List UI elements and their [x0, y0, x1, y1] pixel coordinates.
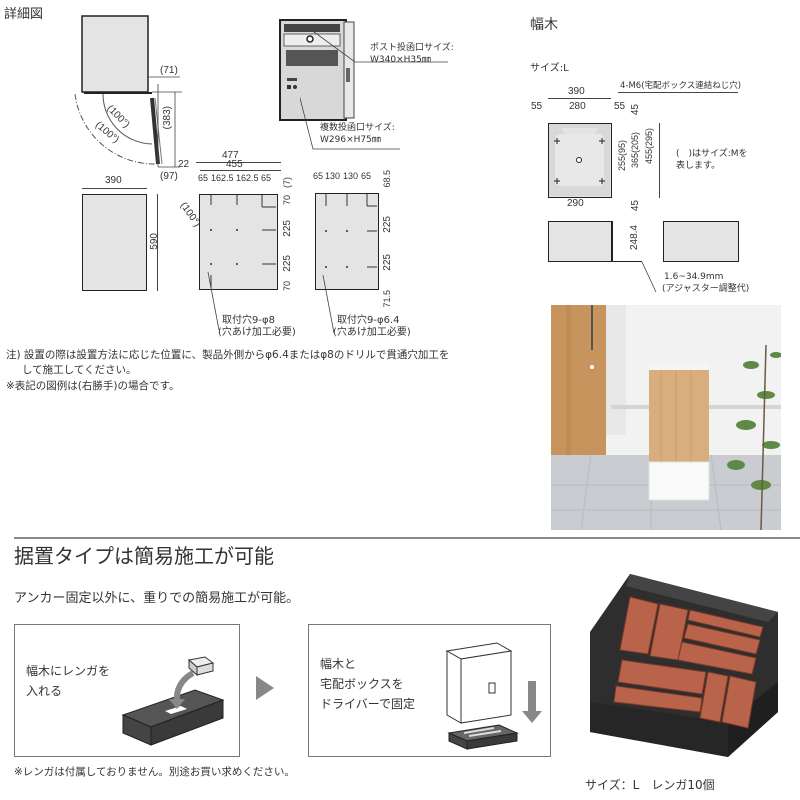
- baseboard-section-title: 幅木: [530, 17, 558, 33]
- adjuster-label: (アジャスター調整代): [662, 284, 750, 294]
- detail-section-title: 詳細図: [4, 7, 44, 22]
- dim-width: 455: [226, 159, 243, 170]
- install-section-heading: 据置タイプは簡易施工が可能: [14, 544, 274, 568]
- dim-side-height: 590: [149, 233, 160, 250]
- baseboard-left-margin: 55: [531, 101, 543, 112]
- baseboard-right-margin: 55: [614, 101, 626, 112]
- hole-note-large: (穴あけ加工必要): [218, 327, 296, 338]
- baseboard-top-margin: 45: [630, 104, 641, 116]
- side-view-box: [82, 194, 147, 291]
- hole-spacing-row-small: 65 130 130 65: [313, 171, 372, 181]
- step-2-card: 幅木と 宅配ボックスを ドライバーで固定: [308, 624, 551, 757]
- screw-hole-label: 4-M6(宅配ボックス連結ねじ穴): [620, 81, 742, 91]
- brick-photo-caption: サイズ：L レンガ10個: [585, 778, 715, 792]
- brick-into-baseboard-illustration: [121, 656, 225, 746]
- installation-note-line1: 注) 設置の際は設置方法に応じた位置に、製品外側からφ6.4またはφ8のドリルで…: [6, 349, 450, 361]
- triangle-right-icon: [256, 676, 274, 700]
- back-view-small-box: [315, 193, 379, 290]
- size-m-note-line1: ( )はサイズ:Mを: [676, 149, 748, 159]
- baseboard-height: 248.4: [629, 225, 640, 251]
- adjuster-range: 1.6~34.9mm: [664, 272, 724, 282]
- top-view-diagram: [70, 12, 270, 172]
- post-slot-size: W340×H35㎜: [370, 55, 431, 65]
- dim-side-width: 390: [105, 175, 122, 186]
- baseboard-with-bricks-photo: [578, 572, 778, 757]
- back-view-large-box: [199, 194, 278, 290]
- multi-slot-label: 複数投函口サイズ:: [320, 123, 395, 133]
- callout-leader-lines: [300, 28, 448, 150]
- dim-door-offset: (97): [160, 171, 178, 182]
- step-2-text-line3: ドライバーで固定: [320, 697, 416, 711]
- step-1-text-line2: 入れる: [26, 684, 63, 698]
- step-1-card: 幅木にレンガを 入れる: [14, 624, 240, 757]
- baseboard-bottom-width: 290: [567, 198, 584, 209]
- right-hand-note: ※表記の図例は(右勝手)の場合です。: [6, 380, 180, 392]
- baseboard-h3: 455(295): [644, 128, 654, 165]
- adjuster-leader: [641, 262, 657, 293]
- baseboard-inner-width: 280: [569, 101, 586, 112]
- hole-label-large: 取付穴9-φ8: [222, 315, 275, 326]
- hole-label-small: 取付穴9-φ6.4: [337, 315, 400, 326]
- box-onto-baseboard-illustration: [445, 642, 542, 750]
- step-2-text-line2: 宅配ボックスを: [320, 677, 404, 691]
- brick-not-included-note: ※レンガは付属しておりません。別途お買い求めください。: [14, 766, 295, 778]
- baseboard-front-view: [663, 221, 739, 262]
- section-divider: [14, 537, 800, 539]
- multi-slot-size: W296×H75㎜: [320, 135, 381, 145]
- size-m-note-line2: 表します。: [676, 161, 721, 171]
- baseboard-h1: 255(95): [617, 140, 627, 172]
- step-1-text-line1: 幅木にレンガを: [26, 664, 111, 678]
- baseboard-size-label: サイズ:L: [530, 63, 569, 74]
- installation-photo: [551, 305, 781, 530]
- hole-spacing-row-large: 65 162.5 162.5 65: [198, 173, 272, 183]
- vertical-dims-large: (7) 70 225 225 70: [282, 177, 293, 292]
- baseboard-side-view: [548, 221, 612, 262]
- dim-offset-71: (71): [160, 65, 178, 76]
- baseboard-top-view: [548, 123, 612, 198]
- install-section-subheading: アンカー固定以外に、重りでの簡易施工が可能。: [14, 591, 300, 606]
- installation-note-line2: して施工してください。: [22, 364, 137, 376]
- hole-leader-large: [207, 272, 220, 331]
- hole-note-small: (穴あけ加工必要): [333, 327, 411, 338]
- baseboard-total-width: 390: [568, 86, 585, 97]
- dim-door-swing: (383): [162, 106, 173, 130]
- front-view-diagram: [278, 18, 358, 123]
- baseboard-bottom-margin: 45: [630, 200, 641, 212]
- dim-total-width: 477: [222, 150, 239, 161]
- hole-leader-small: [322, 275, 335, 334]
- baseboard-h2: 365(205): [630, 132, 640, 169]
- post-slot-label: ポスト投函口サイズ:: [370, 43, 454, 53]
- step-2-text-line1: 幅木と: [320, 657, 357, 671]
- dim-offset-22: 22: [178, 159, 190, 170]
- vertical-dims-small: 68.5 225 225 71.5: [382, 170, 393, 308]
